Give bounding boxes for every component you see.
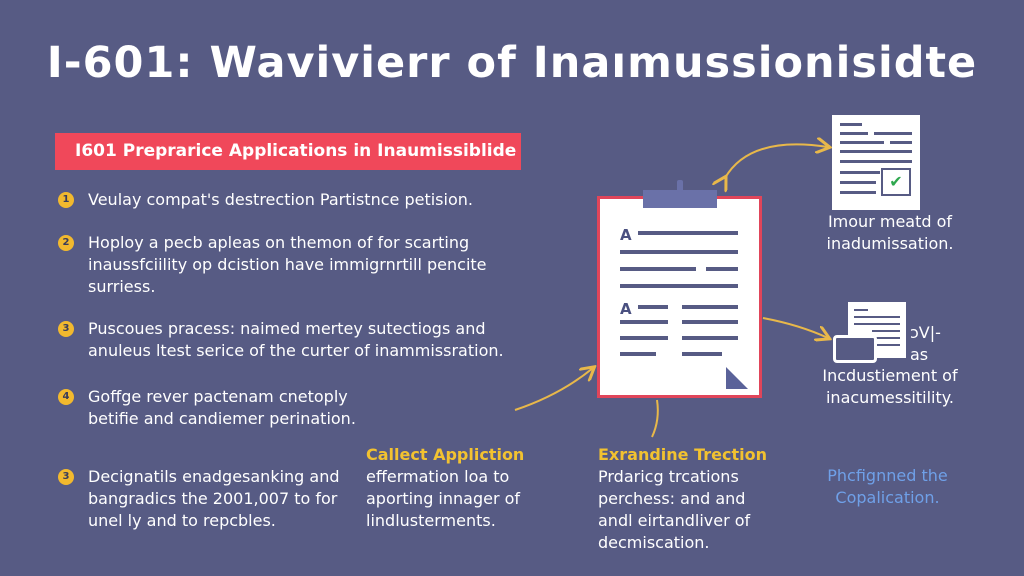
step-number-badge: 2 xyxy=(58,235,74,251)
examine-text: decmiscation. xyxy=(598,533,710,552)
step-3: 3 Puscoues pracess: naimed mertey sutecti… xyxy=(58,318,504,362)
step-text: surriess. xyxy=(88,277,156,296)
examine-text: perchess: and and xyxy=(598,489,746,508)
note-line: Phcfignned the xyxy=(827,466,948,485)
step-text: anuleus ltest serice of the curter of in… xyxy=(88,341,504,360)
step-text: Decignatils enadgesanking and xyxy=(88,467,340,486)
step-text: Hoploy a pecb apleas on themon of for sc… xyxy=(88,233,470,252)
step-number-badge: 1 xyxy=(58,192,74,208)
step-text: Puscoues pracess: naimed mertey sutectio… xyxy=(88,319,486,338)
step-number-badge: 4 xyxy=(58,389,74,405)
clipboard-peg xyxy=(677,180,683,192)
clipboard-icon: A A xyxy=(597,196,762,398)
caption-line: inacumessitility. xyxy=(825,388,955,407)
documents-icon xyxy=(848,302,906,358)
arrow-mid xyxy=(762,317,828,338)
step-4: 4 Goffge rever pactenam cnetoply betifie a… xyxy=(58,386,356,430)
document-check-icon: ✔ xyxy=(832,115,920,210)
section-banner: I601 Preprarice Applications in Inaumiss… xyxy=(55,133,521,170)
examine-text: andl eirtandliver of xyxy=(598,511,751,530)
caption-line: inadumissation. xyxy=(826,234,954,253)
step-text: inaussfciility op dcistion have immigrnr… xyxy=(88,255,487,274)
collect-heading: Callect Appliction xyxy=(366,445,525,464)
side-text: ɔV|- xyxy=(910,323,941,342)
arrow-left xyxy=(514,368,593,411)
arrow-top xyxy=(725,144,828,178)
arrow-down xyxy=(651,399,659,438)
doc-top-caption: Imour meatd of inadumissation. xyxy=(800,211,980,255)
blue-note: Phcfignned the Copalication. xyxy=(790,465,985,509)
examine-text: Prdaricg trcations xyxy=(598,467,739,486)
step-number-badge: 3 xyxy=(58,469,74,485)
folder-icon xyxy=(833,335,877,363)
note-line: Copalication. xyxy=(835,488,940,507)
collect-text: aporting innager of xyxy=(366,489,521,508)
collect-text: effermation loa to xyxy=(366,467,510,486)
caption-line: Incdustiement of xyxy=(822,366,958,385)
clipboard-mark: A xyxy=(620,226,632,244)
page-title: I-601: Wavivierr of Inaımussionisidte xyxy=(46,38,978,88)
clipboard-mark: A xyxy=(620,300,632,318)
caption-line: Imour meatd of xyxy=(827,212,953,231)
step-5: 3 Decignatils enadgesanking and bangradics… xyxy=(58,466,340,532)
step-text: Veulay compat's destrection Partistnce p… xyxy=(88,190,473,209)
collect-text: lindlusterments. xyxy=(366,511,496,530)
side-text: as xyxy=(910,345,929,364)
collect-block: Callect Appliction effermation loa to ap… xyxy=(366,444,524,532)
step-1: 1 Veulay compat's destrection Partistnce … xyxy=(58,189,473,211)
step-text: betifie and candiemer perination. xyxy=(88,409,356,428)
doc-mid-caption: Incdustiement of inacumessitility. xyxy=(790,365,990,409)
step-number-badge: 3 xyxy=(58,321,74,337)
examine-heading: Exrandine Trection xyxy=(598,445,767,464)
clipboard-clip xyxy=(643,190,717,208)
step-2: 2 Hoploy a pecb apleas on themon of for s… xyxy=(58,232,487,298)
step-text: Goffge rever pactenam cnetoply xyxy=(88,387,348,406)
examine-block: Exrandine Trection Prdaricg trcations pe… xyxy=(598,444,767,554)
doc-mid-side: ɔV|- as xyxy=(910,322,941,366)
step-text: bangradics the 2001,007 to for xyxy=(88,489,338,508)
check-icon: ✔ xyxy=(881,168,911,196)
step-text: unel ly and to repcbles. xyxy=(88,511,276,530)
